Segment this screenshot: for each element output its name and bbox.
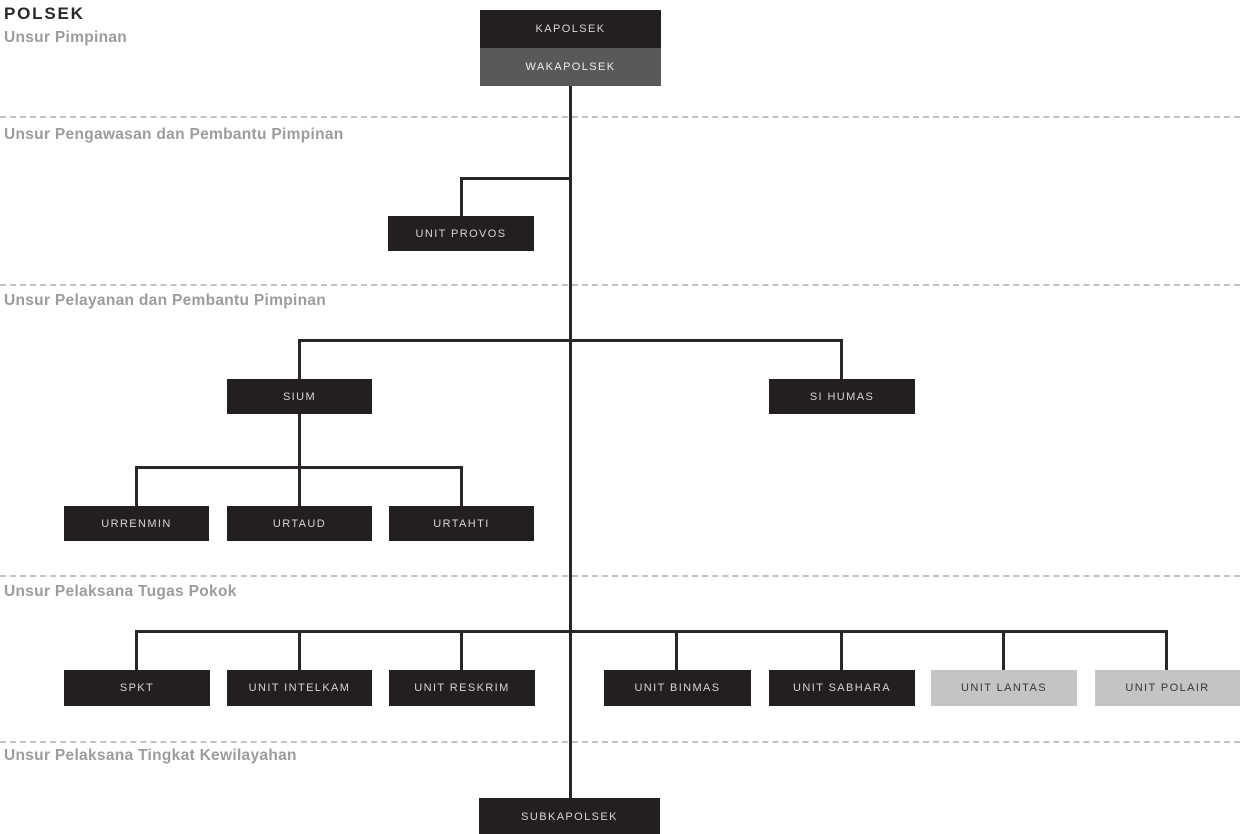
node-urrenmin: URRENMIN: [64, 506, 209, 541]
connector-spkt-drop: [135, 630, 138, 670]
node-spkt: SPKT: [64, 670, 210, 706]
node-kapolsek: KAPOLSEK: [480, 10, 661, 48]
node-sium: SIUM: [227, 379, 372, 414]
node-urtahti: URTAHTI: [389, 506, 534, 541]
node-urtaud: URTAUD: [227, 506, 372, 541]
connector-unit-intelkam-drop: [298, 630, 301, 670]
connector-pelayanan-horizontal: [298, 339, 843, 342]
connector-main-trunk: [569, 86, 572, 798]
connector-si-humas-drop: [840, 339, 843, 379]
node-unit-polair: UNIT POLAIR: [1095, 670, 1240, 706]
node-unit-binmas: UNIT BINMAS: [604, 670, 751, 706]
node-unit-sabhara: UNIT SABHARA: [769, 670, 915, 706]
node-unit-intelkam: UNIT INTELKAM: [227, 670, 372, 706]
connector-urtaud-drop: [298, 466, 301, 506]
section-label-unsur-pengawasan: Unsur Pengawasan dan Pembantu Pimpinan: [4, 126, 344, 143]
node-unit-provos: UNIT PROVOS: [388, 216, 534, 251]
page-title: POLSEK: [4, 4, 85, 23]
connector-unit-polair-drop: [1165, 630, 1168, 670]
node-wakapolsek: WAKAPOLSEK: [480, 48, 661, 86]
node-subkapolsek: SUBKAPOLSEK: [479, 798, 660, 834]
connector-provos-horizontal: [460, 177, 572, 180]
connector-provos-drop: [460, 177, 463, 216]
section-divider-1: [0, 116, 1240, 118]
connector-unit-reskrim-drop: [460, 630, 463, 670]
connector-unit-binmas-drop: [675, 630, 678, 670]
section-label-unsur-pelaksana-tugas-pokok: Unsur Pelaksana Tugas Pokok: [4, 583, 237, 600]
connector-urtahti-drop: [460, 466, 463, 506]
section-label-unsur-pelayanan: Unsur Pelayanan dan Pembantu Pimpinan: [4, 292, 327, 309]
section-label-unsur-pimpinan: Unsur Pimpinan: [4, 29, 128, 46]
connector-sium-down: [298, 414, 301, 466]
section-divider-4: [0, 741, 1240, 743]
node-unit-reskrim: UNIT RESKRIM: [389, 670, 535, 706]
connector-urrenmin-drop: [135, 466, 138, 506]
connector-unit-sabhara-drop: [840, 630, 843, 670]
section-divider-2: [0, 284, 1240, 286]
connector-sium-drop: [298, 339, 301, 379]
connector-tugas-pokok-horizontal: [135, 630, 1168, 633]
section-divider-3: [0, 575, 1240, 577]
node-si-humas: SI HUMAS: [769, 379, 915, 414]
node-unit-lantas: UNIT LANTAS: [931, 670, 1077, 706]
section-label-unsur-kewilayahan: Unsur Pelaksana Tingkat Kewilayahan: [4, 747, 297, 764]
connector-unit-lantas-drop: [1002, 630, 1005, 670]
